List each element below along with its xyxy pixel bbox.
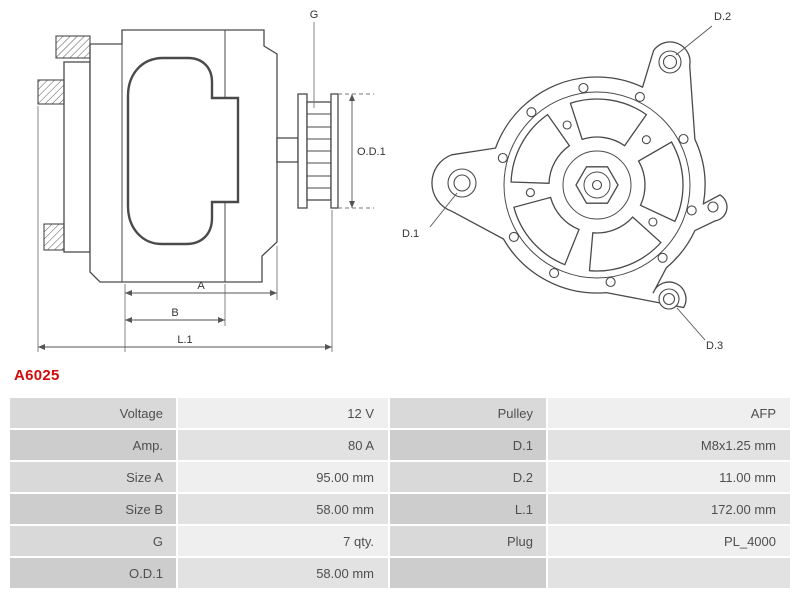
mounting-ear-holes <box>447 50 719 310</box>
vent-slots <box>510 98 684 272</box>
shaft-hub-nut <box>562 150 632 220</box>
rear-view-labels: D.2 D.1 D.3 <box>402 11 731 352</box>
d1-leader-line <box>429 192 458 228</box>
pulley-flange-right <box>330 93 339 209</box>
spec-row: Size B 58.00 mm L.1 172.00 mm <box>10 494 790 524</box>
pulley-flange-left <box>297 93 308 209</box>
part-number: A6025 <box>14 367 60 384</box>
spec-value-cell: 7 qty. <box>178 526 388 556</box>
spec-label-cell: Pulley <box>390 398 546 428</box>
rear-face-circle <box>503 91 691 279</box>
pulley-grooves <box>307 113 331 189</box>
dim-label-d1: D.1 <box>402 228 419 240</box>
dim-label-d2: D.2 <box>714 11 731 23</box>
spec-value-cell <box>548 558 790 588</box>
d3-leader-line <box>676 307 706 341</box>
spec-row: Voltage 12 V Pulley AFP <box>10 398 790 428</box>
terminal-bolt <box>43 223 65 251</box>
dim-label-a: A <box>197 280 205 292</box>
spec-value-cell: 58.00 mm <box>178 494 388 524</box>
mounting-bolt <box>55 35 91 59</box>
inner-screw-holes <box>525 120 658 227</box>
front-bracket-profile <box>126 56 240 246</box>
dim-label-od1: O.D.1 <box>357 146 386 158</box>
alternator-drawing-svg: G O.D.1 A B L.1 <box>37 9 731 352</box>
dim-label-l1: L.1 <box>177 334 192 346</box>
spec-label-cell: D.1 <box>390 430 546 460</box>
spec-label-cell: Voltage <box>10 398 176 428</box>
spec-value-cell: AFP <box>548 398 790 428</box>
rim-bolt-holes <box>497 82 697 288</box>
spec-value-cell: 80 A <box>178 430 388 460</box>
dim-label-b: B <box>171 307 178 319</box>
spec-label-cell: G <box>10 526 176 556</box>
side-view-dimensions: G O.D.1 A B L.1 <box>37 9 386 352</box>
spec-label-cell: Size A <box>10 462 176 492</box>
spec-label-cell: Size B <box>10 494 176 524</box>
d2-leader-line <box>675 25 713 56</box>
alternator-side-view <box>37 29 339 283</box>
spec-row: G 7 qty. Plug PL_4000 <box>10 526 790 556</box>
spec-label-cell: Amp. <box>10 430 176 460</box>
technical-drawing: G O.D.1 A B L.1 <box>37 9 731 352</box>
spec-row: Size A 95.00 mm D.2 11.00 mm <box>10 462 790 492</box>
spec-value-cell: 58.00 mm <box>178 558 388 588</box>
rear-cover-plate <box>63 61 91 253</box>
spec-table: Voltage 12 V Pulley AFP Amp. 80 A D.1 M8… <box>8 396 792 590</box>
alternator-rear-view <box>431 41 728 310</box>
spec-label-cell: O.D.1 <box>10 558 176 588</box>
spec-row: Amp. 80 A D.1 M8x1.25 mm <box>10 430 790 460</box>
spec-row: O.D.1 58.00 mm <box>10 558 790 588</box>
dim-label-g: G <box>310 9 319 21</box>
spec-value-cell: M8x1.25 mm <box>548 430 790 460</box>
spec-label-cell: L.1 <box>390 494 546 524</box>
spec-value-cell: 11.00 mm <box>548 462 790 492</box>
dim-label-d3: D.3 <box>706 340 723 352</box>
shaft <box>276 137 299 163</box>
spec-value-cell: 172.00 mm <box>548 494 790 524</box>
spec-label-cell: Plug <box>390 526 546 556</box>
terminal-bolt <box>37 79 65 105</box>
spec-value-cell: 95.00 mm <box>178 462 388 492</box>
spec-value-cell: 12 V <box>178 398 388 428</box>
spec-value-cell: PL_4000 <box>548 526 790 556</box>
spec-label-cell <box>390 558 546 588</box>
spec-label-cell: D.2 <box>390 462 546 492</box>
